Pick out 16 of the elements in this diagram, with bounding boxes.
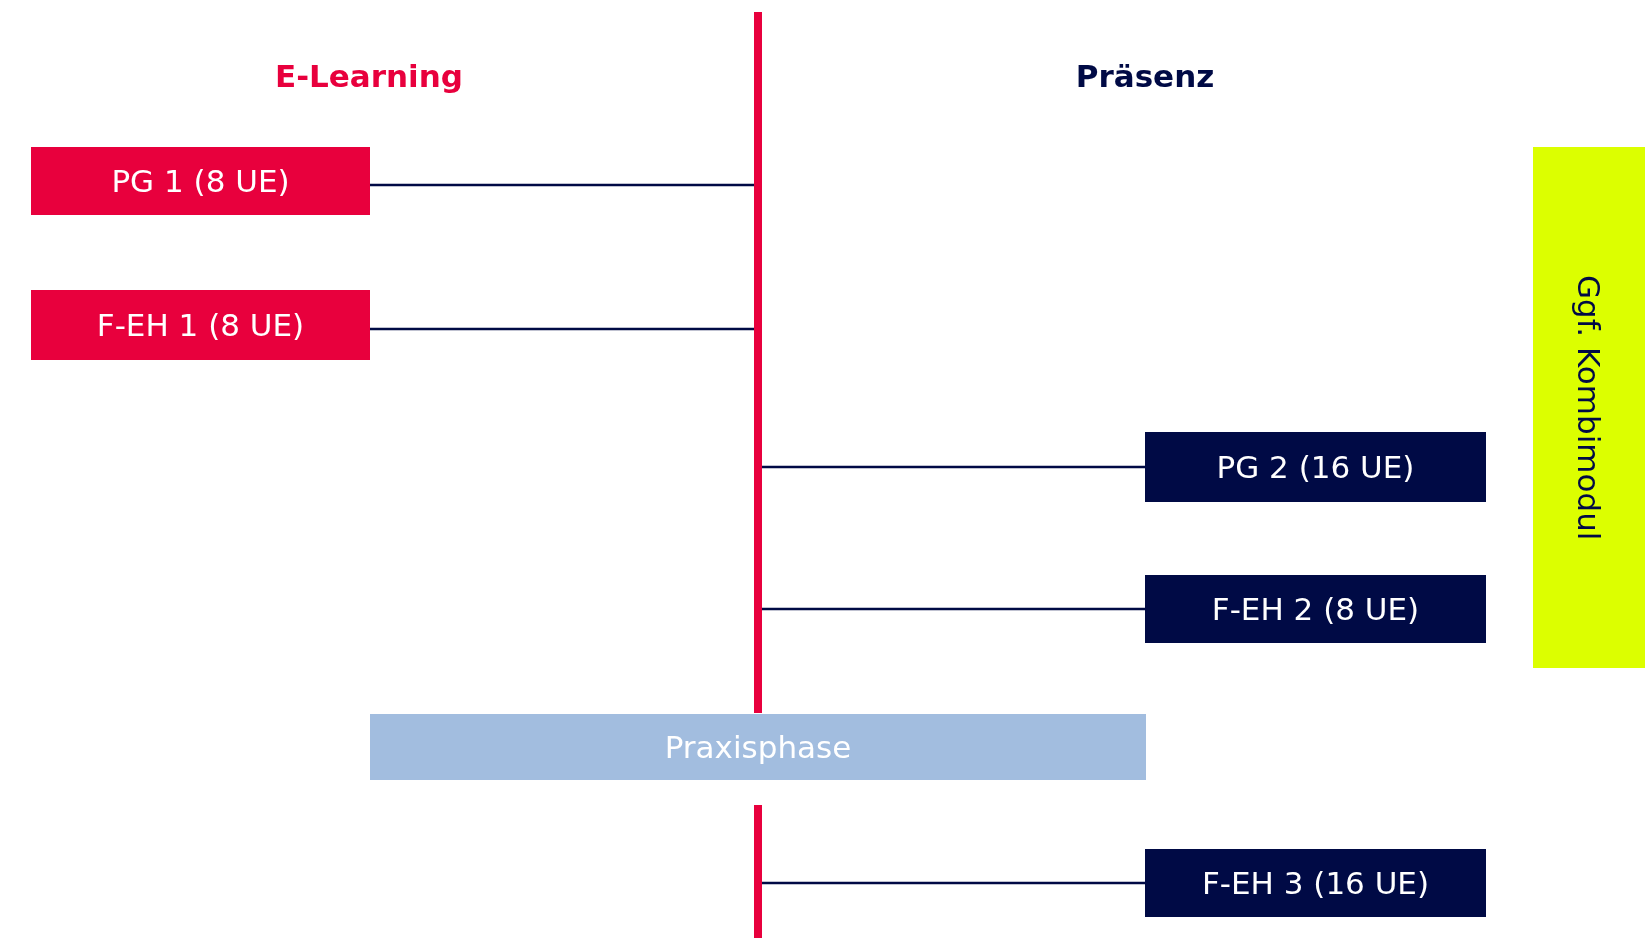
process-box: PG 1 (8 UE) bbox=[31, 147, 370, 215]
process-box: PG 2 (16 UE) bbox=[1145, 432, 1486, 502]
column-heading: E-Learning bbox=[275, 58, 463, 94]
process-box: F-EH 2 (8 UE) bbox=[1145, 575, 1486, 643]
process-box: F-EH 3 (16 UE) bbox=[1145, 849, 1486, 917]
timeline-bar bbox=[754, 805, 762, 938]
process-box: F-EH 1 (8 UE) bbox=[31, 290, 370, 360]
connector-line bbox=[762, 607, 1145, 611]
side-band: Ggf. Kombimodul bbox=[1533, 147, 1645, 668]
timeline-bar bbox=[754, 12, 762, 713]
column-heading: Präsenz bbox=[1075, 58, 1215, 94]
phase-band: Praxisphase bbox=[370, 714, 1146, 780]
connector-line bbox=[370, 183, 754, 187]
connector-line bbox=[762, 465, 1145, 469]
connector-line bbox=[762, 881, 1145, 885]
connector-line bbox=[370, 327, 754, 331]
